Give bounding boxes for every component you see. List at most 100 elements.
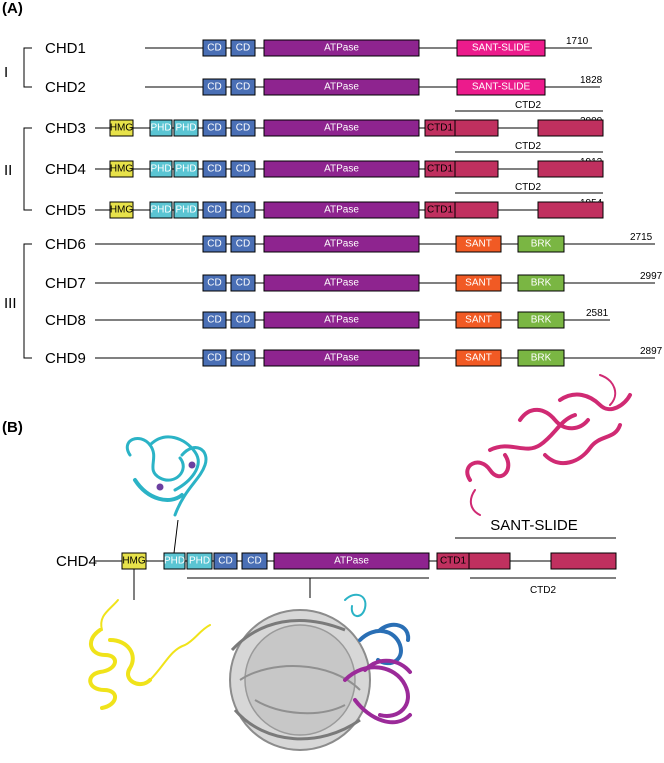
chd5-atpase-label: ATPase — [324, 205, 359, 216]
chd6-atpase-domain — [263, 235, 420, 253]
chd3-atpase-label: ATPase — [324, 123, 359, 134]
chd3-cd-label-1: CD — [207, 123, 221, 134]
chd3-hmg-domain — [109, 119, 134, 137]
chd9-brk-domain — [517, 349, 565, 367]
chd4-cd-domain-1 — [202, 160, 227, 178]
panel-b-protein-name: CHD4 — [56, 553, 97, 570]
chd1-atpase-domain — [263, 39, 420, 57]
chd4-hmg-label: HMG — [110, 164, 134, 175]
chd2-atpase-domain — [263, 78, 420, 96]
panel-b-cd-label-2: CD — [247, 556, 261, 567]
chd4-phd-label-2: PHD — [175, 164, 196, 175]
hmg-structure-yellow — [88, 599, 211, 710]
chd2-cd-label-2: CD — [236, 82, 250, 93]
chd1-cd-label-1: CD — [207, 43, 221, 54]
panel-b-label: (B) — [2, 419, 23, 436]
chd5-cd-label-1: CD — [207, 205, 221, 216]
chd8-length: 2581 — [586, 308, 609, 319]
chd2-sant-slide-domain — [456, 78, 546, 96]
chd5-cd-domain-2 — [230, 201, 256, 219]
chd9-cd-label-1: CD — [207, 353, 221, 364]
chd4-ctd2-domain-b — [537, 160, 604, 178]
group-bracket-iii — [23, 243, 32, 359]
chd9-cd-label-2: CD — [236, 353, 250, 364]
chd7-length: 2997 — [640, 271, 663, 282]
chd5-phd-domain-2 — [173, 201, 199, 219]
chd6-cd-domain-2 — [230, 235, 256, 253]
chd3-ctd2-label: CTD2 — [515, 100, 542, 111]
chd2-cd-domain-2 — [230, 78, 256, 96]
chd5-cd-domain-1 — [202, 201, 227, 219]
chd2-sant-slide-label: SANT-SLIDE — [472, 82, 531, 93]
chd6-name: CHD6 — [45, 236, 86, 253]
chd1-name: CHD1 — [45, 40, 86, 57]
chd3-ctd2-domain-a — [454, 119, 499, 137]
chd8-brk-label: BRK — [531, 315, 552, 326]
chd9-length: 2897 — [640, 346, 663, 357]
chd8-cd-label-1: CD — [207, 315, 221, 326]
chd3-cd-domain-2 — [230, 119, 256, 137]
nucleosome-complex-gray — [229, 593, 412, 751]
chd7-sant-domain — [455, 274, 502, 292]
panel-b-cd-domain-1 — [213, 552, 238, 570]
chd9-brk-label: BRK — [531, 353, 552, 364]
phd-connector-line — [173, 519, 179, 554]
chd6-atpase-label: ATPase — [324, 239, 359, 250]
chd8-sant-label: SANT — [465, 315, 492, 326]
chd7-brk-label: BRK — [531, 278, 552, 289]
group-label-i: I — [4, 64, 8, 81]
chd8-name: CHD8 — [45, 312, 86, 329]
panel-b-cd-label-1: CD — [218, 556, 232, 567]
group-bracket-ii — [23, 127, 32, 211]
ctd2-bracket-label: CTD2 — [530, 585, 557, 596]
chd5-phd-domain-1 — [149, 201, 173, 219]
panel-a-label: (A) — [2, 0, 23, 17]
panel-b-ctd2-domain-b — [550, 552, 617, 570]
chd1-cd-domain-2 — [230, 39, 256, 57]
chd3-ctd2-domain-b — [537, 119, 604, 137]
chd8-atpase-label: ATPase — [324, 315, 359, 326]
chd9-sant-label: SANT — [465, 353, 492, 364]
chd1-length: 1710 — [566, 36, 589, 47]
chd1-atpase-label: ATPase — [324, 43, 359, 54]
chd9-atpase-label: ATPase — [324, 353, 359, 364]
chd2-name: CHD2 — [45, 79, 86, 96]
chd7-sant-label: SANT — [465, 278, 492, 289]
chd2-cd-label-1: CD — [207, 82, 221, 93]
chd4-name: CHD4 — [45, 161, 86, 178]
chd6-brk-label: BRK — [531, 239, 552, 250]
chd5-atpase-domain — [263, 201, 420, 219]
chd3-name: CHD3 — [45, 120, 86, 137]
chd4-atpase-domain — [263, 160, 420, 178]
chd8-sant-domain — [455, 311, 502, 329]
chd3-phd-domain-2 — [173, 119, 199, 137]
chd7-cd-domain-2 — [230, 274, 256, 292]
chd6-sant-domain — [455, 235, 502, 253]
chd1-sant-slide-domain — [456, 39, 546, 57]
chd4-cd-label-2: CD — [236, 164, 250, 175]
panel-b-phd-label-2: PHD — [189, 556, 210, 567]
chd4-hmg-domain — [109, 160, 134, 178]
chd3-phd-label-1: PHD — [150, 123, 171, 134]
chd9-atpase-domain — [263, 349, 420, 367]
group-label-iii: III — [4, 295, 17, 312]
chd7-cd-label-2: CD — [236, 278, 250, 289]
chd9-sant-domain — [455, 349, 502, 367]
chd7-name: CHD7 — [45, 275, 86, 292]
chd9-name: CHD9 — [45, 350, 86, 367]
chd4-atpase-label: ATPase — [324, 164, 359, 175]
chd4-phd-label-1: PHD — [150, 164, 171, 175]
chd5-phd-label-2: PHD — [175, 205, 196, 216]
chd1-sant-slide-label: SANT-SLIDE — [472, 43, 531, 54]
panel-b-chd4-architecture: CHD4 HMG PHD PHD CD CD ATPase CTD1 SANT-… — [56, 517, 617, 600]
chd6-cd-domain-1 — [202, 235, 227, 253]
chd6-cd-label-2: CD — [236, 239, 250, 250]
